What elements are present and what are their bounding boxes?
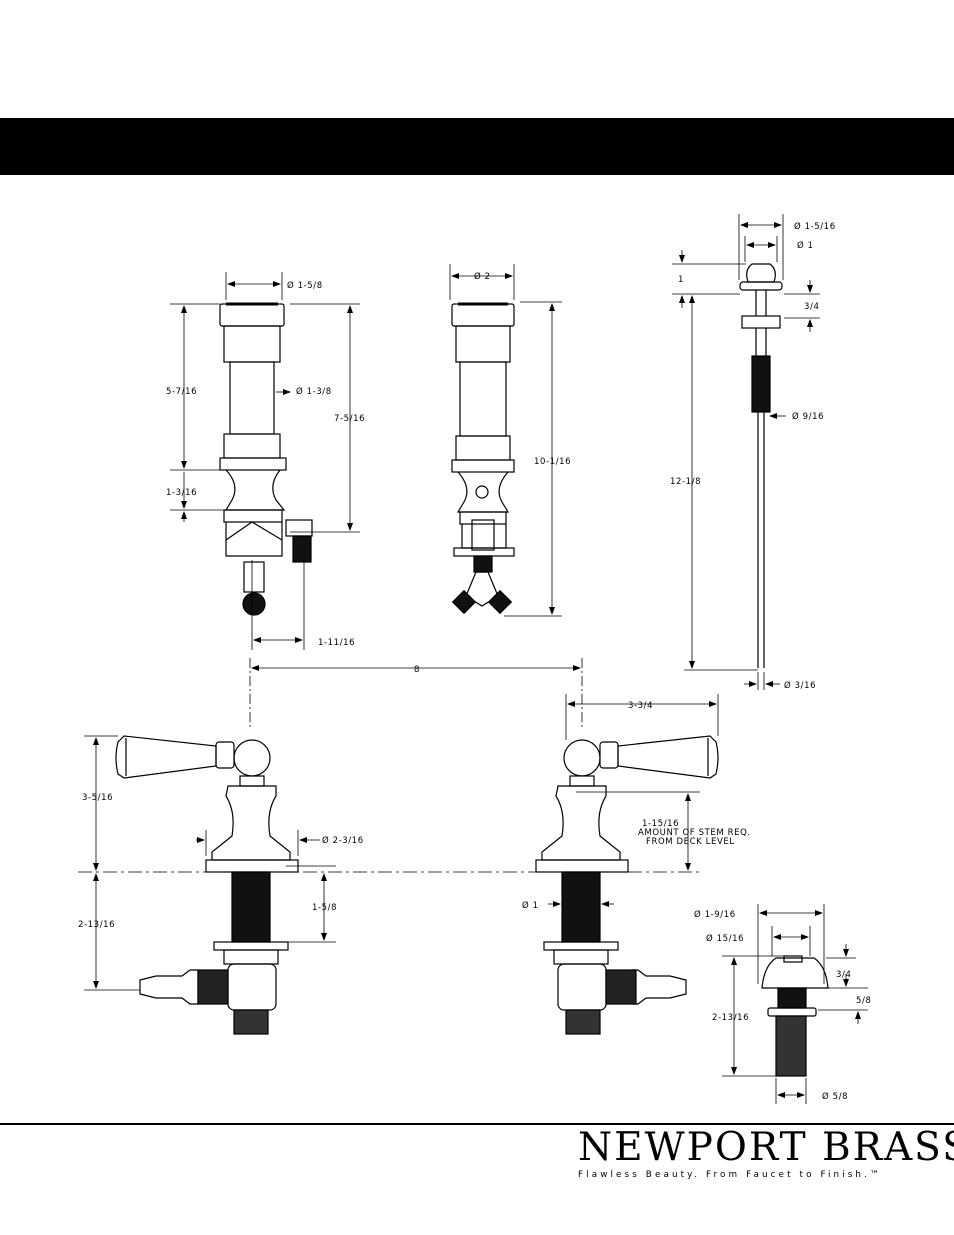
brand-name-text: NEWPORT BRASS [578, 1125, 954, 1170]
dim-valve-side-top-dia: Ø 1-5/8 [287, 280, 323, 291]
dim-valve-side-body-dia: Ø 1-3/8 [296, 386, 332, 397]
valve-front-dimensions [450, 264, 562, 616]
dim-drain-rod-length: 12-1/8 [670, 477, 701, 487]
dim-spout-collar-height: 5/8 [856, 996, 871, 1006]
dim-valve-side-base-height: 1-3/16 [166, 488, 197, 498]
dim-flange-dia: Ø 2-3/16 [322, 835, 364, 846]
dim-valve-front-top-dia: Ø 2 [474, 271, 491, 282]
drain-rod-view [740, 264, 782, 668]
right-handle-assembly [536, 736, 718, 1034]
dim-handle-center-spacing: 8 [414, 665, 420, 675]
dim-drain-collar-height: 3/4 [804, 302, 819, 312]
dim-spout-cap-dia: Ø 1-9/16 [694, 909, 736, 920]
brand-name: NEWPORT BRASS® [578, 1128, 918, 1167]
dim-drain-knob-height: 1 [678, 275, 684, 285]
dim-drain-stem-dia: Ø 1 [797, 240, 814, 251]
brand-tagline: Flawless Beauty. From Faucet to Finish.™ [578, 1170, 918, 1180]
dim-spout-total-depth: 2-13/16 [712, 1013, 749, 1023]
dim-spout-top-dia: Ø 15/16 [706, 933, 744, 944]
brand-logo: NEWPORT BRASS® Flawless Beauty. From Fau… [578, 1128, 918, 1184]
dim-handle-height-above-deck: 3-5/16 [82, 793, 113, 803]
dim-valve-front-total-height: 10-1/16 [534, 457, 571, 467]
left-handle-assembly [116, 736, 298, 1034]
dim-spout-shank-dia: Ø 5/8 [822, 1091, 848, 1102]
dim-shank-thread-length: 1-5/8 [312, 903, 337, 913]
valve-side-view [220, 304, 312, 615]
dim-drain-thread-dia: Ø 9/16 [792, 411, 824, 422]
dim-handle-length: 3-3/4 [628, 701, 653, 711]
dim-spout-cap-height: 3/4 [836, 970, 851, 980]
dim-drain-knob-dia: Ø 1-5/16 [794, 221, 836, 232]
dim-valve-side-total-height: 7-5/16 [334, 414, 365, 424]
dim-valve-side-body-height: 5-7/16 [166, 387, 197, 397]
valve-front-view [452, 304, 514, 613]
dim-stem-required-note: FROM DECK LEVEL [646, 837, 735, 847]
spout-mount-view [762, 956, 828, 1076]
dim-drain-rod-dia: Ø 3/16 [784, 680, 816, 691]
dim-valve-side-outlet-offset: 1-11/16 [318, 638, 355, 648]
dim-below-deck-depth: 2-13/16 [78, 920, 115, 930]
drain-rod-dimensions [672, 214, 820, 690]
valve-side-dimensions [170, 272, 360, 650]
dim-shank-dia: Ø 1 [522, 900, 539, 911]
